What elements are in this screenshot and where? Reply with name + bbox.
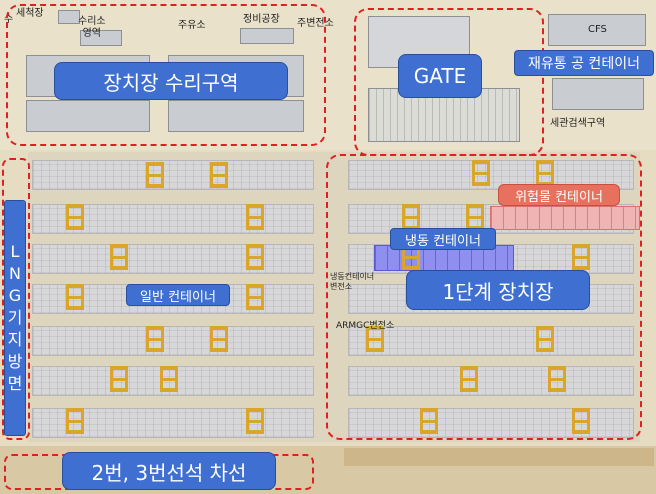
label-substation: 주변전소 (297, 18, 334, 29)
crane-icon (146, 162, 164, 188)
right-lane-5 (348, 326, 634, 356)
right-lane-6 (348, 366, 634, 396)
label-armgc-substation: ARMGC변전소 (336, 321, 395, 331)
berth-strip (344, 448, 654, 466)
label-wash: 세척장 (16, 8, 44, 19)
label-su: 수 (4, 14, 14, 25)
crane-icon (210, 326, 228, 352)
label-fuel: 주유소 (178, 20, 206, 31)
lng-direction-label: L N G 기 지 방 면 (4, 200, 26, 436)
small-building-2 (80, 30, 122, 46)
empty-container-label: 재유통 공 컨테이너 (514, 50, 654, 76)
crane-icon (572, 408, 590, 434)
small-building-1 (58, 10, 80, 24)
repair-building-3 (26, 100, 150, 132)
crane-icon (572, 244, 590, 270)
left-lane-3 (32, 244, 314, 274)
left-lane-5 (32, 326, 314, 356)
crane-icon (110, 244, 128, 270)
crane-icon (246, 284, 264, 310)
label-cfs: CFS (588, 24, 607, 35)
crane-icon (110, 366, 128, 392)
crane-icon (460, 366, 478, 392)
crane-icon (160, 366, 178, 392)
label-freezer-substation: 냉동컨테이너 변전소 (330, 272, 375, 291)
crane-icon (536, 326, 554, 352)
berth-label: 2번, 3번선석 차선 (62, 452, 276, 490)
phase1-label: 1단계 장치장 (406, 270, 590, 310)
repair-yard-outline (6, 4, 326, 146)
crane-icon (548, 366, 566, 392)
crane-icon (146, 326, 164, 352)
left-lane-7 (32, 408, 314, 438)
crane-icon (246, 204, 264, 230)
crane-icon (246, 408, 264, 434)
crane-icon (66, 408, 84, 434)
crane-icon (246, 244, 264, 270)
hazard-container-label: 위험물 컨테이너 (498, 184, 620, 206)
hazard-container-zone (490, 206, 640, 230)
crane-icon (66, 284, 84, 310)
lng-outline (2, 158, 30, 440)
repair-building-4 (168, 100, 304, 132)
left-lane-1 (32, 160, 314, 190)
crane-icon (472, 160, 490, 186)
label-repair-area: 수리소 영역 (78, 16, 106, 39)
crane-icon (66, 204, 84, 230)
cfs-building (548, 14, 646, 46)
small-building-3 (240, 28, 294, 44)
label-maintenance: 정비공장 (243, 14, 280, 25)
general-container-label: 일반 컨테이너 (126, 284, 230, 306)
reefer-container-label: 냉동 컨테이너 (390, 228, 496, 250)
customs-building (552, 78, 644, 110)
label-customs: 세관검색구역 (550, 118, 606, 129)
phase1-outline (326, 154, 642, 440)
crane-icon (210, 162, 228, 188)
repair-yard-label: 장치장 수리구역 (54, 62, 288, 100)
gate-label: GATE (398, 54, 482, 98)
crane-icon (366, 326, 384, 352)
crane-icon (420, 408, 438, 434)
